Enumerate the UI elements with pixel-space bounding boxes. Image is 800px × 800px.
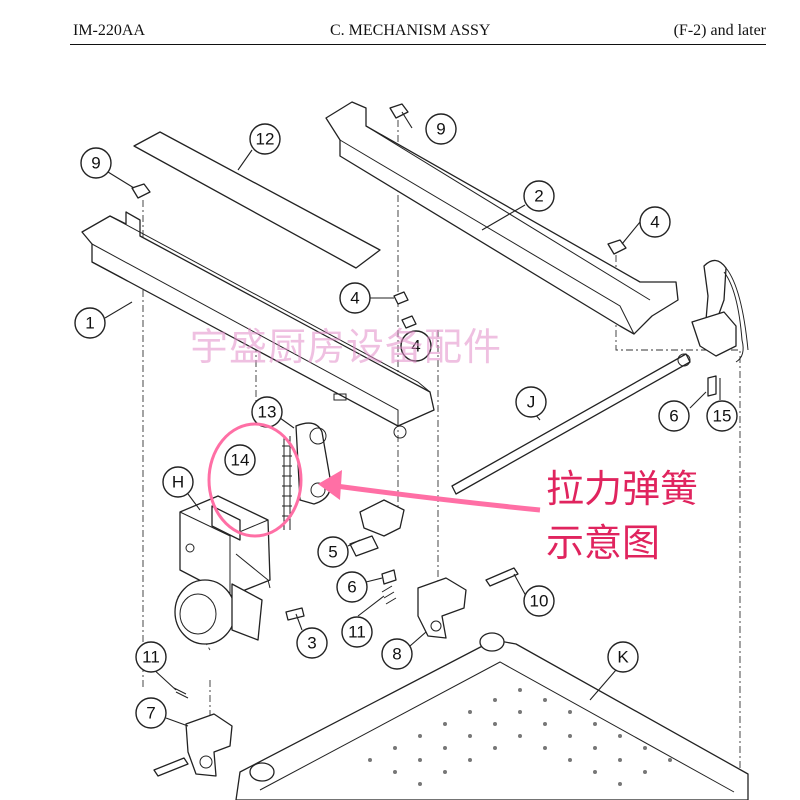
part-H-housing [179, 495, 271, 597]
part-1-channel-bracket [81, 211, 435, 439]
pink-arrow [318, 470, 541, 513]
callout-10: 10 [523, 585, 555, 617]
header-serial-range: (F-2) and later [673, 22, 766, 39]
pink-circle-highlight [207, 422, 303, 538]
callout-7: 7 [135, 697, 167, 729]
svg-text:4: 4 [650, 213, 659, 232]
callout-12: 12 [249, 123, 281, 155]
callout-4-mid: 4 [339, 282, 371, 314]
annotation-line-2: 示意图 [546, 521, 661, 565]
svg-text:7: 7 [146, 704, 155, 723]
svg-text:4: 4 [350, 289, 359, 308]
svg-text:K: K [617, 648, 629, 667]
svg-text:2: 2 [534, 187, 543, 206]
callout-13: 13 [251, 396, 283, 428]
callout-H: H [162, 466, 194, 498]
svg-text:6: 6 [347, 578, 356, 597]
svg-text:5: 5 [328, 543, 337, 562]
part-J-rod [451, 353, 691, 495]
part-12-plate [133, 131, 381, 269]
svg-text:15: 15 [713, 407, 732, 426]
part-K-tray [235, 632, 749, 800]
svg-text:6: 6 [669, 407, 678, 426]
svg-text:8: 8 [392, 645, 401, 664]
callout-9-left: 9 [80, 147, 112, 179]
callout-2: 2 [523, 180, 555, 212]
svg-text:9: 9 [91, 154, 100, 173]
part-15-lever-arm [691, 259, 749, 363]
svg-text:13: 13 [258, 403, 277, 422]
annotation-line-1: 拉力弹簧 [546, 467, 699, 511]
callout-6-right: 6 [658, 400, 690, 432]
callout-K: K [607, 641, 639, 673]
callout-1: 1 [74, 307, 106, 339]
svg-text:11: 11 [142, 648, 160, 667]
callout-14: 14 [224, 444, 256, 476]
svg-text:11: 11 [348, 623, 366, 642]
svg-text:9: 9 [436, 120, 445, 139]
callout-9-top: 9 [425, 113, 457, 145]
callout-15: 15 [706, 400, 738, 432]
header-rule [70, 44, 766, 45]
callout-3: 3 [296, 627, 328, 659]
watermark-text: 宇盛厨房设备配件 [190, 325, 503, 369]
part-8-bracket [417, 577, 467, 639]
svg-text:H: H [172, 473, 184, 492]
callout-8: 8 [381, 638, 413, 670]
motor-assembly [174, 553, 271, 645]
callout-4-right: 4 [639, 206, 671, 238]
callout-6-mid: 6 [336, 571, 368, 603]
part-13-14-spring-assembly [282, 422, 332, 530]
svg-text:3: 3 [307, 634, 316, 653]
svg-text:14: 14 [231, 451, 250, 470]
part-7-bracket [185, 713, 233, 777]
header-section-title: C. MECHANISM ASSY [330, 22, 491, 39]
callout-4-lower: 4 [400, 330, 432, 362]
svg-text:1: 1 [85, 314, 94, 333]
svg-text:J: J [527, 393, 536, 412]
header-model: IM-220AA [73, 22, 145, 39]
callout-J: J [515, 386, 547, 418]
fasteners [131, 103, 717, 777]
callout-11-mid: 11 [341, 616, 373, 648]
svg-text:10: 10 [530, 592, 549, 611]
svg-text:4: 4 [411, 337, 420, 356]
part-5-hinge-bracket [349, 499, 405, 557]
callout-11-left: 11 [135, 641, 167, 673]
callout-5: 5 [317, 536, 349, 568]
svg-text:12: 12 [256, 130, 275, 149]
